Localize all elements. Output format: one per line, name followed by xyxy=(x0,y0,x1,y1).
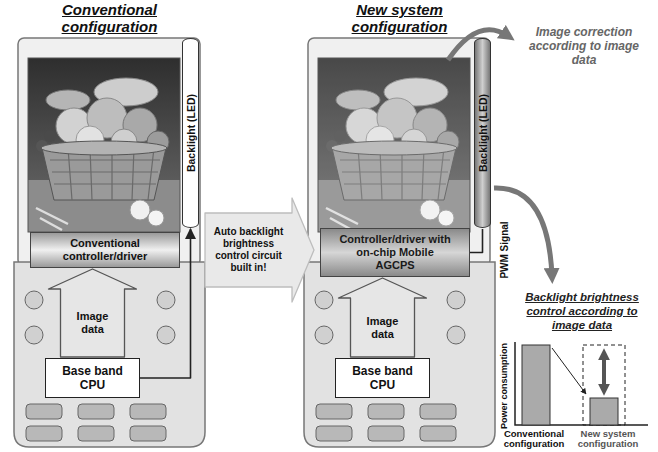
backlight-cylinder: Backlight (LED) xyxy=(474,38,491,228)
key-circle xyxy=(25,326,43,344)
key xyxy=(130,426,166,441)
bar-label: Conventional configuration xyxy=(489,429,579,450)
key-circle xyxy=(157,291,175,309)
key xyxy=(130,404,166,419)
backlight-text: Backlight (LED) xyxy=(477,94,489,172)
key xyxy=(420,404,456,419)
key xyxy=(368,404,404,419)
phone-housing: New system configurationController/drive… xyxy=(304,0,495,447)
callout-text: Image correction according to image data xyxy=(518,25,650,67)
fruit-basket-photo xyxy=(318,58,470,232)
key xyxy=(368,426,404,441)
key xyxy=(78,404,114,419)
trend-arrow xyxy=(552,348,586,394)
key xyxy=(78,426,114,441)
arrow-label: Image data xyxy=(65,309,121,337)
key xyxy=(420,426,456,441)
box-text: Controller/driver with on-chip Mobile AG… xyxy=(339,233,451,272)
backlight-cylinder: Backlight (LED) xyxy=(182,38,199,228)
configuration-heading: New system configuration xyxy=(329,1,470,35)
box-text: Conventional controller/driver xyxy=(35,237,175,263)
box-text: Base band CPU xyxy=(340,364,425,392)
controller-box: Controller/driver with on-chip Mobile AG… xyxy=(320,228,470,277)
signal-line xyxy=(470,229,483,253)
signal-name: PWM Signal xyxy=(499,219,511,280)
phone-lower-body xyxy=(14,262,205,447)
key-circle xyxy=(157,326,175,344)
key xyxy=(316,404,352,419)
screen-frame xyxy=(28,58,180,232)
screen-frame xyxy=(318,58,470,232)
bar xyxy=(590,398,618,425)
key xyxy=(316,426,352,441)
reduction-arrow xyxy=(602,353,606,391)
key-circle xyxy=(25,291,43,309)
cpu-box: Base band CPU xyxy=(45,358,140,398)
arrow-label: Image data xyxy=(355,314,411,342)
key xyxy=(26,426,62,441)
phone-lower-body xyxy=(304,262,495,447)
data-arrow xyxy=(49,269,137,357)
box-text: Base band CPU xyxy=(50,364,135,392)
phone-housing: Conventional configurationConventional c… xyxy=(14,0,205,447)
key-circle xyxy=(447,326,465,344)
cpu-box: Base band CPU xyxy=(335,358,430,398)
axis-label: Power consumption xyxy=(499,343,510,429)
controller-box: Conventional controller/driver xyxy=(30,232,180,268)
arrow-label: Auto backlight brightness control circui… xyxy=(208,225,290,275)
correction-overlay xyxy=(318,58,470,232)
key-circle xyxy=(315,326,333,344)
key-circle xyxy=(315,291,333,309)
key xyxy=(26,404,62,419)
fruit-basket-photo xyxy=(28,58,180,232)
bar xyxy=(522,345,550,425)
callout-heading: Backlight brightness control according t… xyxy=(512,290,652,332)
chart-axis xyxy=(515,342,648,425)
backlight-text: Backlight (LED) xyxy=(185,94,197,172)
key-circle xyxy=(447,291,465,309)
configuration-heading: Conventional configuration xyxy=(39,1,180,35)
bar-label: New system configuration xyxy=(568,429,648,450)
block-arrow xyxy=(205,198,314,302)
dashed-bar-outline xyxy=(583,345,625,425)
data-arrow xyxy=(339,278,427,357)
